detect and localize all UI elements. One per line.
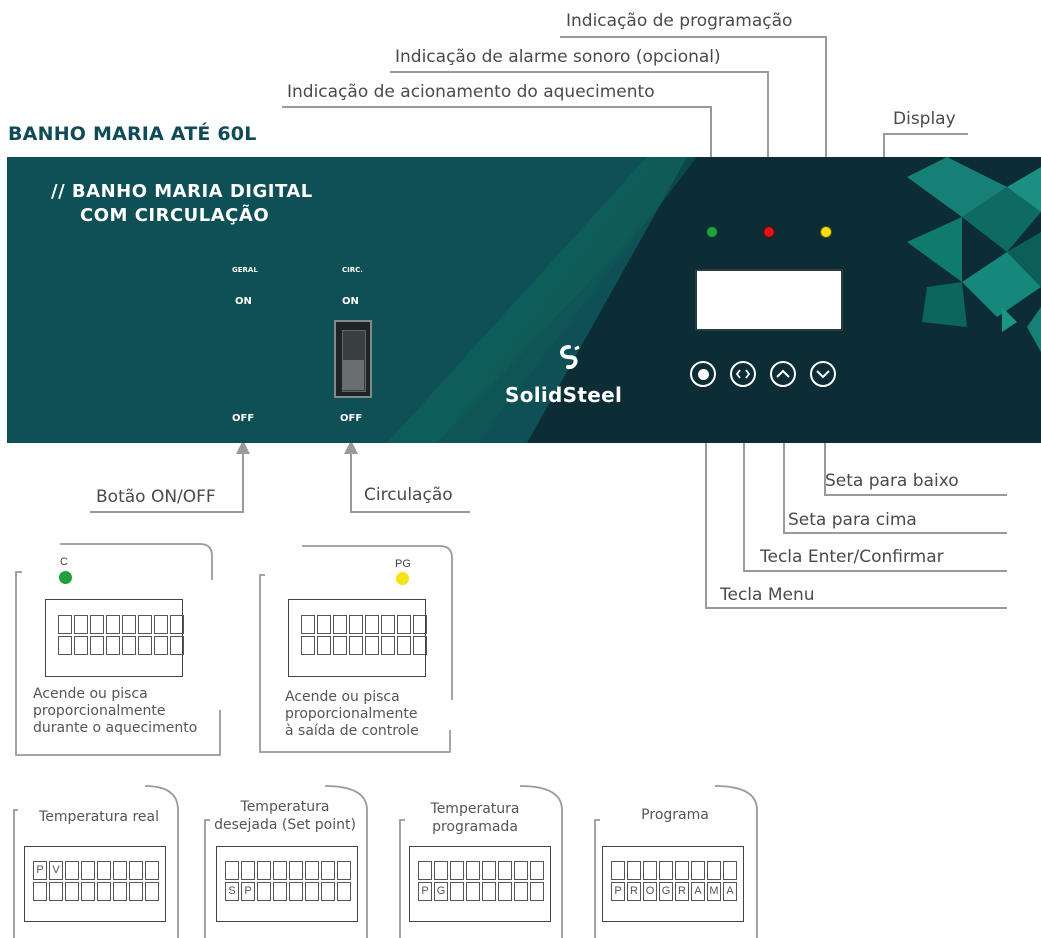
display-card-title: Temperatura desejada (Set point): [214, 799, 356, 833]
section-title: BANHO MARIA ATÉ 60L: [8, 123, 257, 145]
detail-card-description: Acende ou pisca proporcionalmente à saíd…: [285, 689, 419, 739]
program-led-icon: [396, 572, 409, 585]
detail-display: [45, 599, 184, 677]
circulation-rocker-switch[interactable]: [334, 320, 372, 398]
switch-circ-label: CIRC.: [342, 266, 363, 274]
solidsteel-logo-icon: [559, 345, 580, 370]
enter-icon: [736, 369, 750, 379]
up-arrow-button[interactable]: [770, 361, 796, 387]
callout-botao: Botão ON/OFF: [96, 487, 216, 507]
display-card-title: Programa: [641, 807, 709, 823]
callout-seta-cima: Seta para cima: [788, 510, 917, 530]
line-programacao: [560, 36, 833, 206]
alarm-indicator-led: [763, 226, 775, 238]
display-card-frame: [13, 785, 179, 938]
panel-title-line2: COM CIRCULAÇÃO: [80, 205, 270, 226]
switch-geral-off-label: OFF: [232, 413, 255, 424]
line-tecla-menu: [699, 400, 1007, 609]
brand-name: SolidSteel: [505, 383, 623, 407]
line-seta-cima: [777, 400, 1007, 534]
detail-card-description: Acende ou pisca proporcionalmente durant…: [33, 686, 198, 736]
switch-circ-on-label: ON: [342, 296, 359, 307]
program-indicator-led: [820, 226, 832, 238]
line-tecla-enter: [737, 400, 1007, 572]
line-alarme: [390, 71, 775, 206]
detail-card-led-label: PG: [395, 558, 411, 570]
callout-circulacao: Circulação: [364, 485, 453, 505]
line-botao: [90, 440, 250, 513]
line-circulacao: [344, 440, 470, 513]
menu-key-button[interactable]: [690, 361, 716, 387]
control-panel: // BANHO MARIA DIGITAL COM CIRCULAÇÃO GE…: [7, 157, 1041, 443]
display-card-frame: [399, 785, 563, 938]
callout-alarme: Indicação de alarme sonoro (opcional): [395, 47, 721, 67]
display-card-frame: [594, 785, 758, 938]
display-card-frame: [204, 785, 368, 938]
display-card-title: Temperatura programada: [430, 801, 520, 835]
detail-card-frame: [259, 545, 453, 753]
main-display: [695, 269, 843, 331]
detail-card-led-label: C: [60, 556, 68, 568]
switch-geral-on-label: ON: [235, 296, 252, 307]
switch-circ-off-label: OFF: [340, 413, 363, 424]
callout-tecla-menu: Tecla Menu: [720, 585, 815, 605]
callout-seta-baixo: Seta para baixo: [825, 471, 959, 491]
detail-display: [288, 599, 427, 677]
panel-title-line1: // BANHO MARIA DIGITAL: [51, 181, 313, 202]
menu-icon: [697, 368, 709, 380]
heating-led-icon: [59, 571, 72, 584]
callout-tecla-enter: Tecla Enter/Confirmar: [760, 547, 944, 567]
switch-geral-label: GERAL: [232, 266, 258, 274]
callout-programacao: Indicação de programação: [566, 11, 793, 31]
detail-card-frame: [15, 543, 221, 756]
enter-key-button[interactable]: [730, 361, 756, 387]
callout-aquecimento: Indicação de acionamento do aquecimento: [287, 82, 655, 102]
heating-indicator-led: [706, 226, 718, 238]
down-arrow-button[interactable]: [810, 361, 836, 387]
down-arrow-icon: [816, 370, 830, 379]
display-card-title: Temperatura real: [39, 809, 159, 825]
callout-display: Display: [893, 109, 956, 129]
up-arrow-icon: [776, 369, 790, 378]
